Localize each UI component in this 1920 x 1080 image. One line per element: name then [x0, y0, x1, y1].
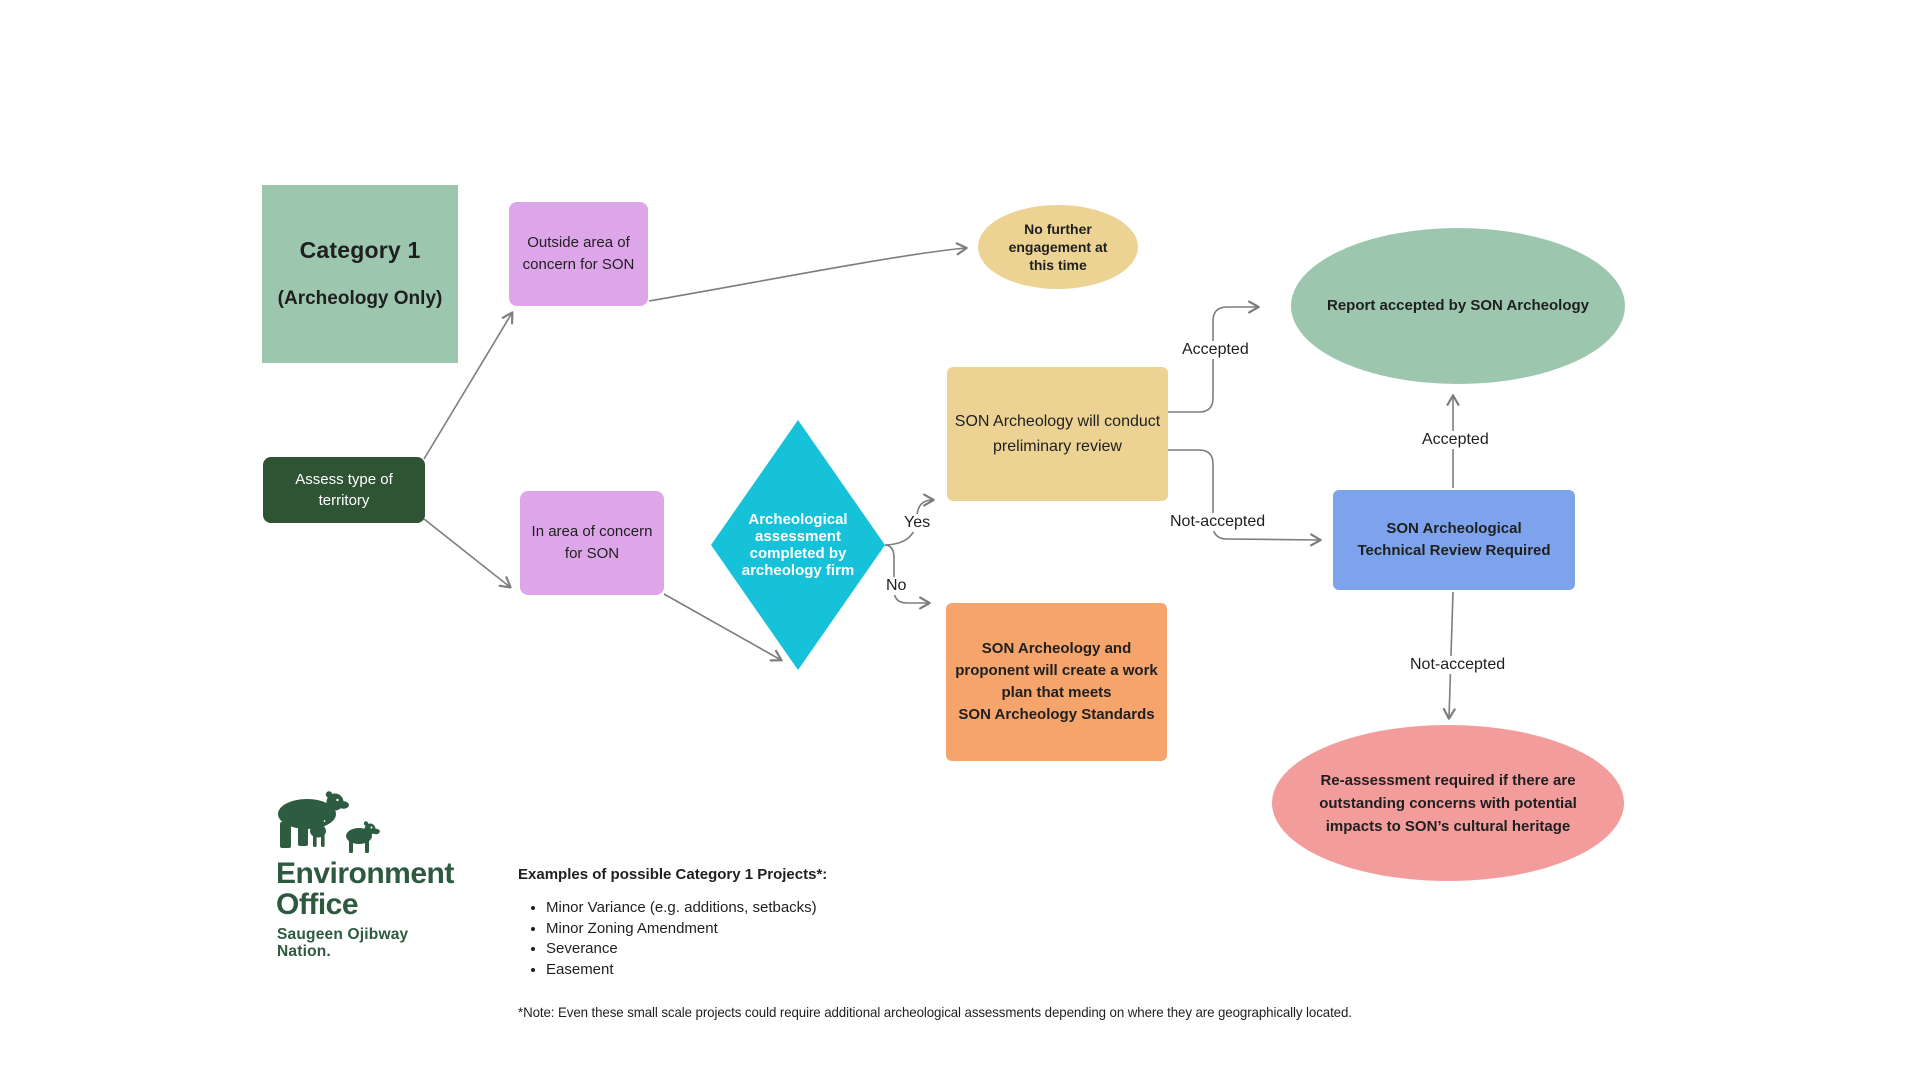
node-reassessment-required: Re-assessment required if there are outs…	[1272, 725, 1624, 881]
node-preliminary-review: SON Archeology will conduct preliminary …	[947, 367, 1168, 501]
edge-label-accepted-preliminary: Accepted	[1179, 341, 1252, 359]
node-text-line: Re-assessment required if there are	[1320, 771, 1576, 789]
node-archeological-assessment-decision: Archeological assessment completed by ar…	[723, 487, 873, 603]
node-text-line: this time	[1029, 257, 1087, 273]
node-text-line: SON Archeology Standards	[958, 706, 1155, 723]
node-technical-review-required: SON Archeological Technical Review Requi…	[1333, 490, 1575, 590]
node-text-line: assessment	[755, 528, 841, 545]
node-assess-territory: Assess type of territory	[263, 457, 425, 523]
node-in-area-of-concern: In area of concern for SON	[520, 491, 664, 595]
edge-label-accepted-technical: Accepted	[1419, 431, 1492, 449]
decision-diamond-shape	[711, 420, 885, 670]
edge-outside-to-noengagement	[648, 242, 968, 302]
edge-techreview-notaccepted-to-reassessment	[1442, 591, 1456, 720]
node-text-line: In area of concern	[531, 523, 653, 540]
example-item: Easement	[546, 961, 817, 978]
edge-accepted-to-report	[1168, 300, 1260, 413]
node-text-line: engagement at	[1008, 239, 1108, 255]
logo-org-name: Environment Office	[276, 858, 454, 920]
category-title-box: Category 1 (Archeology Only)	[262, 185, 458, 363]
node-outside-area-of-concern: Outside area of concern for SON	[509, 202, 648, 306]
edge-label-not-accepted-preliminary: Not-accepted	[1167, 513, 1269, 531]
node-text-line: plan that meets	[1001, 684, 1112, 701]
logo-nation-line2: Nation.	[277, 943, 331, 960]
logo-nation-name: Saugeen Ojibway Nation.	[277, 926, 408, 960]
node-text-line: No further	[1024, 221, 1092, 237]
node-text-line: Outside area of	[527, 234, 630, 251]
example-item: Severance	[546, 941, 817, 957]
node-text-line: SON Archeological	[1386, 520, 1522, 537]
node-work-plan: SON Archeology and proponent will create…	[946, 603, 1167, 761]
node-text-line: completed by	[749, 545, 847, 562]
bears-logo-icon	[278, 791, 380, 853]
example-item: Minor Zoning Amendment	[546, 920, 817, 937]
logo-nation-line1: Saugeen Ojibway	[277, 926, 409, 943]
node-text-line: Report accepted by SON Archeology	[1326, 297, 1589, 314]
node-report-accepted: Report accepted by SON Archeology	[1291, 228, 1625, 384]
node-text-line: archeology firm	[741, 562, 855, 579]
examples-heading: Examples of possible Category 1 Projects…	[518, 866, 828, 883]
edge-label-yes: Yes	[901, 514, 934, 532]
node-text-line: SON Archeology will conduct	[954, 413, 1161, 430]
logo-org-line2: Office	[276, 888, 359, 921]
edge-label-no: No	[883, 577, 910, 595]
edge-notaccepted-to-techreview	[1168, 449, 1322, 547]
node-text-line: SON Archeology and	[981, 640, 1132, 657]
logo-org-line1: Environment	[276, 857, 454, 890]
category-subtitle: (Archeology Only)	[277, 287, 443, 309]
footnote: *Note: Even these small scale projects c…	[518, 1004, 1352, 1020]
node-text-line: territory	[318, 492, 370, 509]
examples-list: Minor Variance (e.g. additions, setbacks…	[528, 900, 817, 982]
example-item: Minor Variance (e.g. additions, setbacks…	[546, 900, 817, 916]
node-text-line: Technical Review Required	[1357, 542, 1551, 559]
node-text-line: impacts to SON’s cultural heritage	[1325, 817, 1571, 835]
node-text-line: Assess type of	[295, 471, 393, 488]
node-no-further-engagement: No further engagement at this time	[978, 205, 1138, 289]
node-text-line: for SON	[564, 545, 620, 562]
category-title: Category 1	[299, 236, 421, 263]
edge-assess-to-inarea	[423, 518, 512, 589]
edge-label-not-accepted-technical: Not-accepted	[1407, 656, 1509, 674]
node-text-line: proponent will create a work	[955, 662, 1158, 679]
node-text-line: outstanding concerns with potential	[1319, 794, 1577, 812]
node-text-line: preliminary review	[993, 438, 1122, 455]
edge-assess-to-outside	[423, 311, 514, 460]
node-text-line: concern for SON	[522, 256, 635, 273]
edge-inarea-to-diamond	[663, 593, 783, 662]
node-text-line: Archeological	[748, 511, 848, 528]
